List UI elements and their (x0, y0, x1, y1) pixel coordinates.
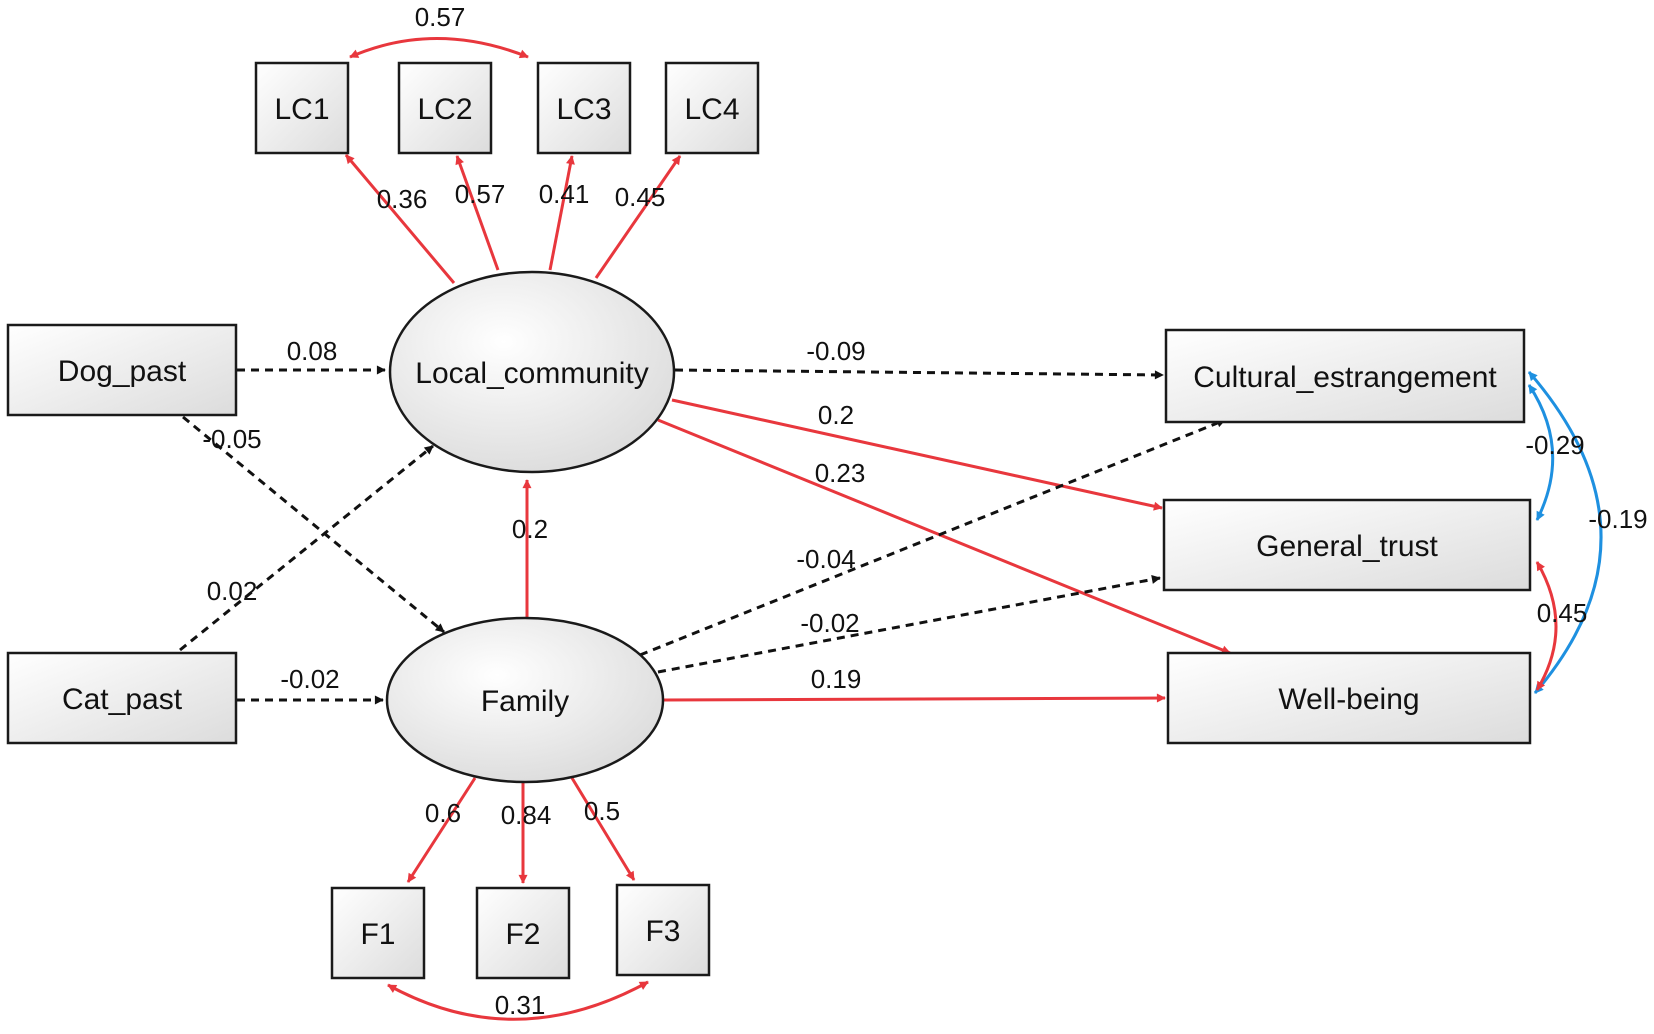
node-well-being-box (1166, 651, 1532, 745)
edge-local-community-lc1 (344, 154, 456, 284)
label-cat-past-local-community: 0.02 (207, 576, 258, 606)
edges (179, 37, 1603, 1021)
label-family-f3: 0.5 (584, 796, 620, 826)
node-cat-past-box (6, 651, 238, 745)
label-family-general-trust: -0.02 (800, 608, 859, 638)
edge-family-well-being (663, 693, 1166, 703)
edge-family-cultural-estrangement (639, 418, 1226, 657)
edge-lc1-lc3-covariance (349, 37, 529, 59)
label-local-community-cultural-estrangement: -0.09 (806, 336, 865, 366)
node-lc3-label: LC3 (556, 93, 611, 126)
edge-local-community-lc3 (548, 155, 575, 271)
node-cultural-estrangement-box (1164, 328, 1526, 424)
label-cultural-trust-covariance: -0.29 (1525, 430, 1584, 460)
label-local-community-lc2: 0.57 (455, 179, 506, 209)
label-family-f2: 0.84 (501, 800, 552, 830)
node-f1-label: F1 (360, 918, 395, 951)
label-family-well-being: 0.19 (811, 664, 862, 694)
node-lc1-label: LC1 (274, 93, 329, 126)
node-f2-label: F2 (505, 918, 540, 951)
label-f1-f3-covariance: 0.31 (495, 990, 546, 1020)
edge-trust-wellbeing-covariance (1535, 561, 1558, 691)
label-local-community-lc4: 0.45 (615, 182, 666, 212)
node-f1-box (330, 886, 426, 980)
node-f3-label: F3 (645, 915, 680, 948)
edge-local-community-lc4 (594, 155, 682, 279)
edge-cultural-wellbeing-covariance (1527, 371, 1603, 694)
node-local-community-label: Local_community (415, 357, 648, 390)
node-general-trust-box (1162, 498, 1532, 592)
node-family-label: Family (481, 685, 569, 718)
label-cat-past-family: -0.02 (280, 664, 339, 694)
edge-family-general-trust (657, 575, 1161, 674)
node-lc4-label: LC4 (684, 93, 739, 126)
edge-local-community-general-trust (671, 398, 1163, 511)
label-local-community-general-trust: 0.2 (818, 400, 854, 430)
node-lc2-box (397, 61, 493, 155)
node-cat-past-label: Cat_past (62, 683, 183, 716)
edge-local-community-lc2 (455, 155, 500, 271)
label-dog-past-local-community: 0.08 (287, 336, 338, 366)
node-lc4-box (664, 61, 760, 155)
label-family-cultural-estrangement: -0.04 (796, 544, 855, 574)
label-local-community-well-being: 0.23 (815, 458, 866, 488)
edge-family-f3 (570, 777, 636, 881)
label-family-local-community: 0.2 (512, 514, 548, 544)
label-lc1-lc3-covariance: 0.57 (415, 2, 466, 32)
node-local-community-ellipse (388, 270, 676, 474)
node-f3-box (615, 883, 711, 977)
label-local-community-lc3: 0.41 (539, 179, 590, 209)
node-dog-past-box (6, 323, 238, 417)
node-dog-past-label: Dog_past (58, 355, 187, 388)
node-general-trust-label: General_trust (1256, 530, 1438, 563)
label-dog-past-family: -0.05 (202, 424, 261, 454)
edge-local-community-well-being (657, 418, 1231, 655)
label-family-f1: 0.6 (425, 798, 461, 828)
edge-family-f1 (406, 777, 477, 883)
label-trust-wellbeing-covariance: 0.45 (1537, 598, 1588, 628)
edge-cat-past-local-community (179, 444, 434, 652)
edge-labels: 0.57 0.36 0.57 0.41 0.45 0.08 -0.05 0.02… (202, 2, 1647, 1020)
nodes: LC1 LC2 LC3 LC4 Dog_past Cat_past Local_… (6, 61, 1532, 980)
label-cultural-wellbeing-covariance: -0.19 (1588, 504, 1647, 534)
node-lc3-box (536, 61, 632, 155)
node-well-being-label: Well-being (1278, 683, 1419, 716)
node-cultural-estrangement-label: Cultural_estrangement (1193, 361, 1497, 394)
edge-dog-past-family (182, 415, 445, 634)
edge-f1-f3-covariance (387, 980, 649, 1021)
edge-local-community-cultural-estrangement (674, 368, 1164, 380)
node-lc2-label: LC2 (417, 93, 472, 126)
node-f2-box (475, 886, 571, 980)
node-lc1-box (254, 61, 350, 155)
node-family-ellipse (385, 616, 665, 784)
label-local-community-lc1: 0.36 (377, 184, 428, 214)
